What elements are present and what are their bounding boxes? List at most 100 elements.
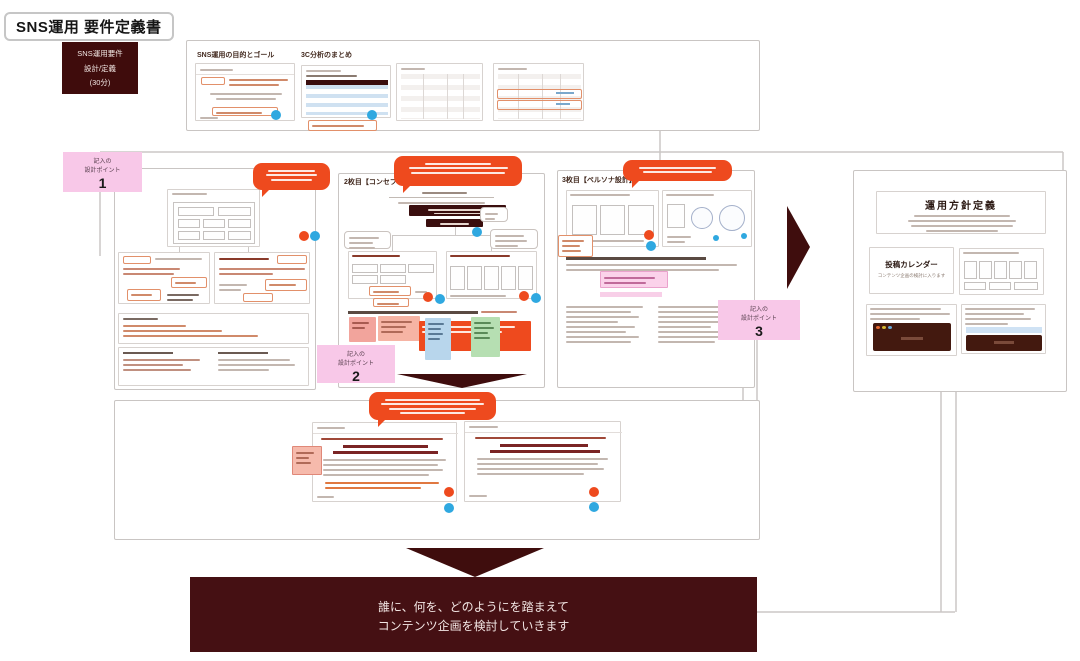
chart-ring-icon: [691, 207, 713, 229]
text-line: [384, 398, 481, 401]
marker-orange-icon: [644, 230, 654, 240]
design-point-caption: 記入の: [93, 159, 112, 165]
top-panel: SNS運用の目的とゴール 3C分析のまとめ: [186, 40, 760, 131]
text-line: [408, 167, 508, 169]
text-line: [381, 326, 407, 328]
text-line: [658, 321, 729, 323]
text-line: [349, 237, 379, 239]
bottom-panel: [114, 400, 760, 540]
text-line: [380, 403, 485, 405]
summary-doc-right: [464, 421, 622, 502]
headline-line: [500, 444, 588, 447]
text-line: [306, 75, 357, 77]
schedule-card: [959, 248, 1044, 295]
text-line: [216, 112, 263, 114]
text-line: [270, 178, 313, 181]
text-line: [123, 268, 180, 270]
text-line: [323, 469, 443, 471]
target-summary-box: [167, 189, 260, 247]
text-line: [296, 457, 310, 459]
highlight-row: [497, 89, 582, 99]
text-line: [325, 487, 421, 489]
sticky-note-salmon: [378, 316, 420, 341]
text-line: [323, 474, 430, 476]
callout-bubble-1: [253, 163, 330, 197]
text-line: [469, 495, 488, 497]
text-line: [477, 473, 585, 475]
text-line: [926, 230, 998, 232]
banner-line-2: コンテンツ企画を検討していきます: [377, 619, 570, 633]
highlight-chip: [373, 298, 409, 307]
text-line: [175, 282, 196, 284]
tree-line: [455, 227, 456, 235]
doc-title-line: [123, 352, 173, 354]
doc-text: [206, 90, 286, 103]
table-column-line: [423, 74, 424, 119]
doc-text: [219, 255, 274, 263]
callout-bubble-2: [394, 156, 522, 193]
text-line: [229, 79, 288, 81]
doc-text: [123, 322, 303, 340]
text-line: [377, 303, 400, 305]
chart-ring-icon: [719, 205, 745, 231]
text-line: [131, 294, 152, 296]
design-point-caption: 記入の: [749, 307, 768, 313]
text-line: [658, 336, 736, 338]
thumb-pixel: [882, 326, 886, 329]
doc-text: [477, 455, 611, 478]
text-line: [477, 458, 609, 460]
doc-title-line: [218, 352, 268, 354]
intro-line-3: (30分): [89, 78, 111, 88]
text-line: [229, 84, 279, 86]
text-line: [475, 437, 607, 439]
text-line: [398, 202, 485, 204]
text-line: [965, 313, 1024, 315]
highlight-chip: [243, 293, 273, 302]
text-line: [218, 364, 295, 366]
doc-text: [123, 265, 183, 278]
text-line: [495, 240, 528, 242]
text-line: [349, 247, 375, 249]
text-line: [965, 323, 1008, 325]
doc-3c-table-preview: [301, 65, 391, 118]
panel2-header: 2枚目【コンセプト】: [344, 179, 411, 186]
doc-text: [323, 456, 448, 479]
text-line: [474, 322, 492, 324]
pink-highlight-box: [600, 271, 668, 288]
text-line: [570, 194, 630, 196]
text-line: [218, 369, 269, 371]
highlight-chip: [277, 255, 307, 264]
arrow-down-small-icon: [397, 374, 527, 388]
text-line: [572, 240, 644, 242]
text-line: [469, 426, 499, 428]
text-line: [352, 327, 365, 329]
text-line: [219, 284, 247, 286]
thumb-bar: [994, 341, 1014, 344]
marker-orange-icon: [299, 231, 309, 241]
calendar-card: 投稿カレンダー コンテンツ企画の検討に入ります: [869, 247, 954, 294]
text-line: [870, 308, 942, 310]
highlight-box: [369, 286, 411, 296]
text-line: [123, 330, 222, 332]
pink-highlight-line: [600, 292, 662, 297]
blue-text-line: [556, 92, 574, 94]
text-line: [566, 341, 631, 343]
text-line: [123, 335, 258, 337]
text-line: [219, 289, 241, 291]
text-line: [604, 282, 646, 284]
doc-text: [469, 492, 495, 500]
design-point-number: 1: [98, 175, 107, 191]
doc-text: [123, 356, 208, 374]
sticky-note-green: [471, 317, 500, 357]
design-point-1: 記入の 設計ポイント 1: [63, 152, 142, 192]
tree-line: [179, 247, 180, 252]
blue-strip: [966, 327, 1042, 333]
section-title-line: [566, 257, 706, 260]
callout-bubble-3: [623, 160, 732, 188]
divider: [465, 432, 622, 433]
screenshot-thumbnail: [873, 323, 951, 351]
design-point-number: 3: [755, 323, 763, 339]
text-line: [415, 291, 427, 293]
text-line: [562, 240, 584, 242]
marker-blue-icon: [713, 235, 719, 241]
